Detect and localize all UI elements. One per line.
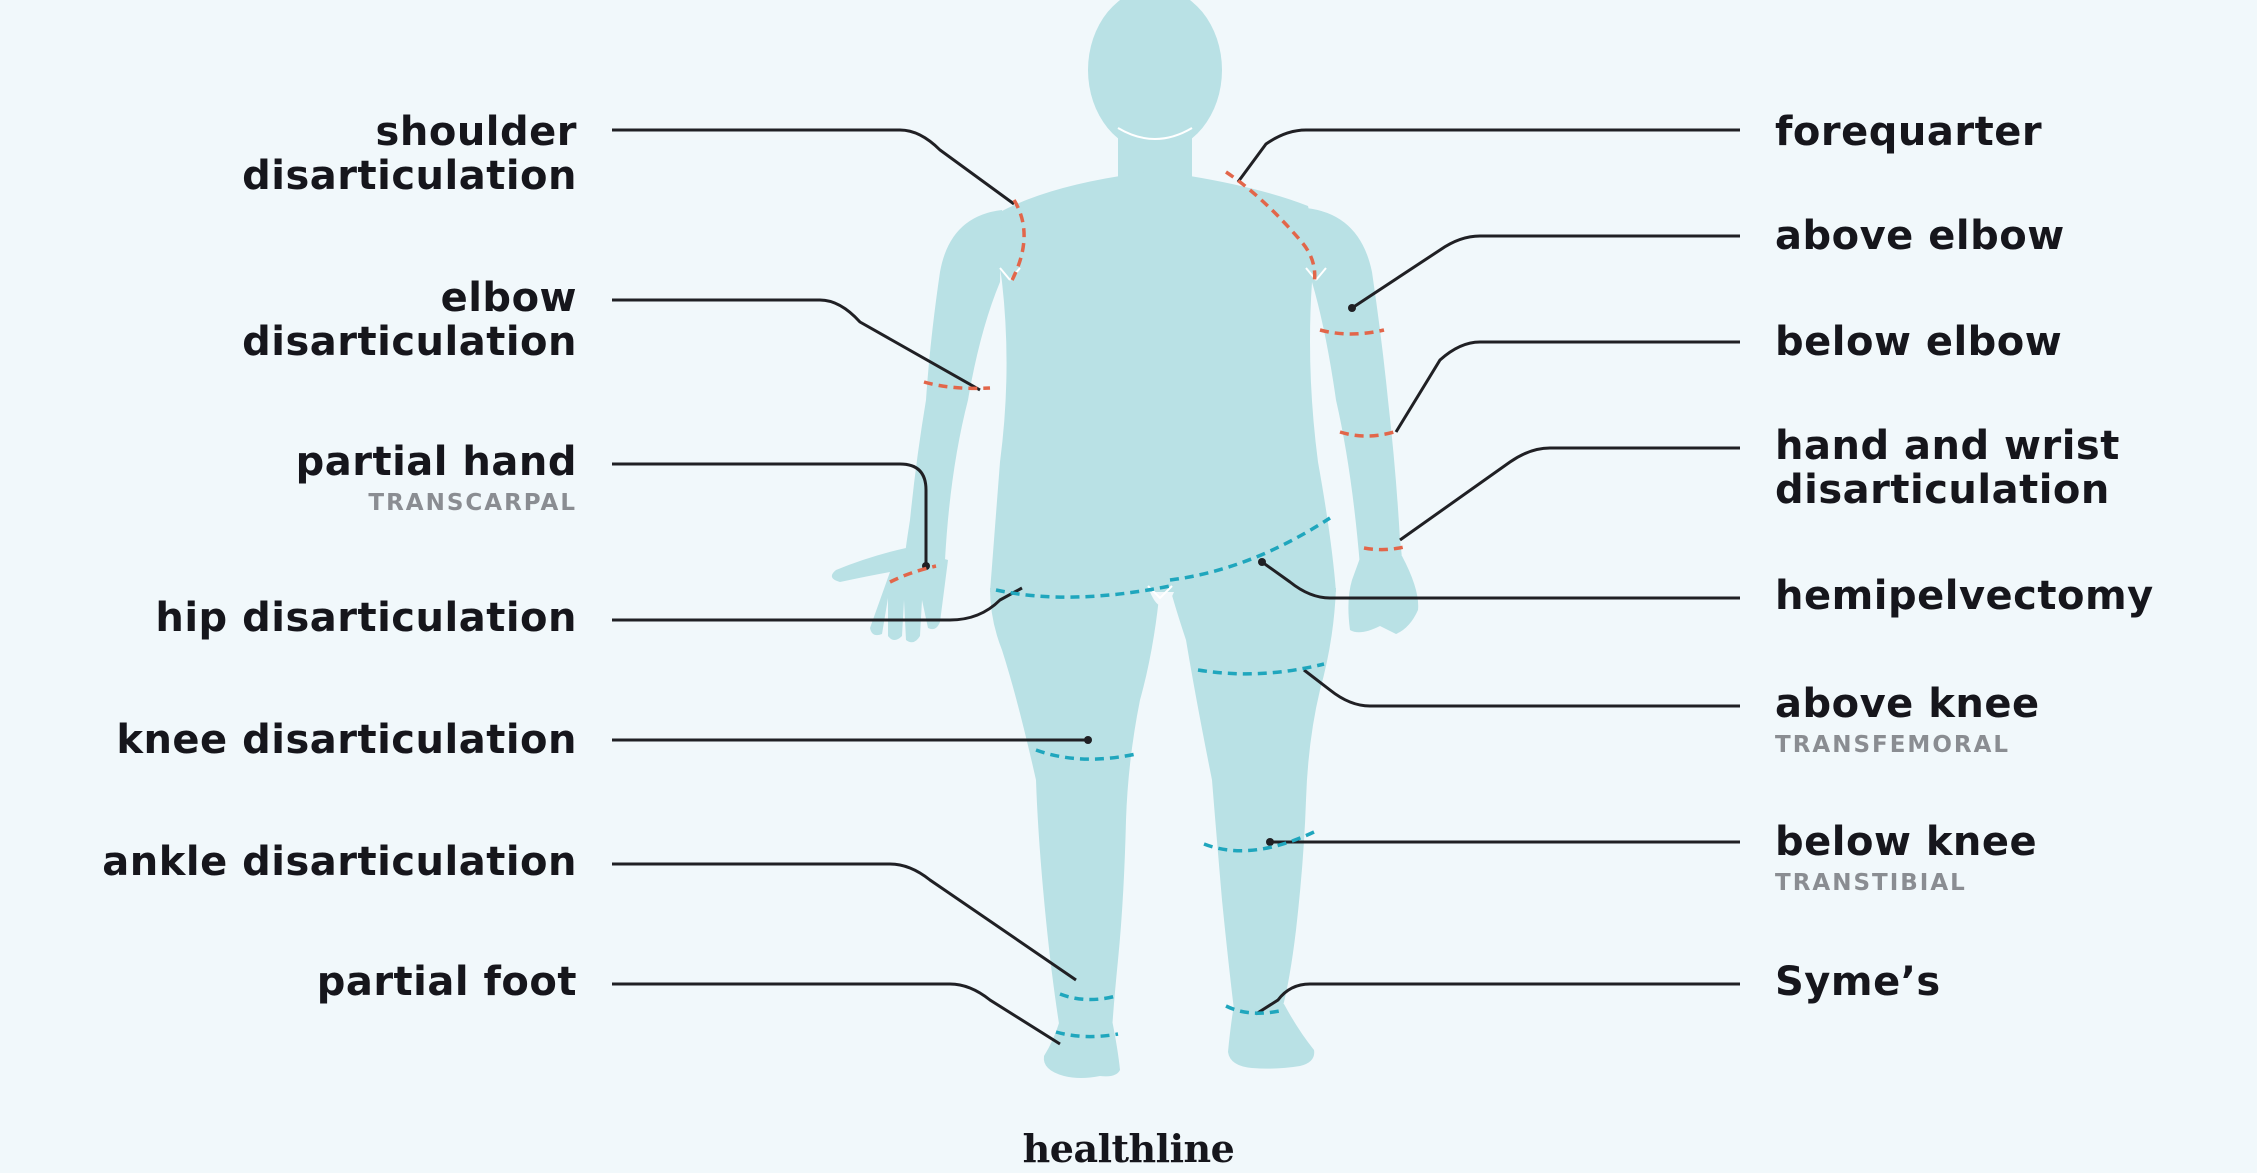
label-shoulder-disarticulation-text: shoulder disarticulation <box>242 109 577 199</box>
left-foot <box>1044 1020 1120 1078</box>
leader-line-below-elbow <box>1396 342 1740 432</box>
label-above-knee-text: above knee <box>1775 681 2040 727</box>
label-ankle-disarticulation-text: ankle disarticulation <box>102 839 577 885</box>
label-knee-disarticulation: knee disarticulation <box>116 718 577 762</box>
leader-line-partial-hand <box>612 464 926 566</box>
label-below-knee: below knee TRANSTIBIAL <box>1775 820 2037 898</box>
label-above-elbow-text: above elbow <box>1775 213 2065 259</box>
leader-line-symes <box>1256 984 1740 1014</box>
label-forequarter: forequarter <box>1775 110 2042 154</box>
label-symes: Syme’s <box>1775 960 1941 1004</box>
label-hip-disarticulation-text: hip disarticulation <box>155 595 577 641</box>
label-elbow-disarticulation-text: elbow disarticulation <box>242 275 577 365</box>
right-leg <box>1170 588 1336 1010</box>
leader-dot-above-elbow <box>1348 304 1356 312</box>
label-hand-and-wrist-disarticulation-text: hand and wrist disarticulation <box>1775 423 2120 513</box>
label-knee-disarticulation-text: knee disarticulation <box>116 717 577 763</box>
leader-line-above-knee <box>1304 670 1740 706</box>
leader-line-ankle-disarticulation <box>612 864 1076 980</box>
label-above-knee: above knee TRANSFEMORAL <box>1775 682 2040 760</box>
leader-dot-knee-disarticulation <box>1084 736 1092 744</box>
left-leg <box>990 588 1160 1030</box>
label-above-knee-subtext: TRANSFEMORAL <box>1775 730 2040 760</box>
label-below-elbow-text: below elbow <box>1775 319 2062 365</box>
leader-line-elbow-disarticulation <box>612 300 980 390</box>
label-forequarter-text: forequarter <box>1775 109 2042 155</box>
label-hand-and-wrist-disarticulation: hand and wrist disarticulation <box>1775 424 2120 512</box>
label-elbow-disarticulation: elbow disarticulation <box>242 276 577 364</box>
label-hemipelvectomy: hemipelvectomy <box>1775 574 2154 618</box>
human-body-silhouette <box>832 0 1418 1078</box>
label-below-knee-text: below knee <box>1775 819 2037 865</box>
label-symes-text: Syme’s <box>1775 959 1941 1005</box>
left-hand <box>832 548 948 642</box>
leader-dot-hemipelvectomy <box>1258 558 1266 566</box>
leader-dot-below-knee <box>1266 838 1274 846</box>
label-below-knee-subtext: TRANSTIBIAL <box>1775 868 2037 898</box>
label-hip-disarticulation: hip disarticulation <box>155 596 577 640</box>
leader-line-partial-foot <box>612 984 1060 1044</box>
label-hemipelvectomy-text: hemipelvectomy <box>1775 573 2154 619</box>
torso <box>990 172 1336 592</box>
leader-line-shoulder-disarticulation <box>612 130 1014 204</box>
healthline-logo: healthline <box>0 1126 2257 1171</box>
label-ankle-disarticulation: ankle disarticulation <box>102 840 577 884</box>
label-partial-hand-subtext: TRANSCARPAL <box>296 488 577 518</box>
left-arm <box>905 210 1002 560</box>
label-partial-hand: partial hand TRANSCARPAL <box>296 440 577 518</box>
leader-line-hip-disarticulation <box>612 588 1022 620</box>
label-below-elbow: below elbow <box>1775 320 2062 364</box>
label-partial-hand-text: partial hand <box>296 439 577 485</box>
label-above-elbow: above elbow <box>1775 214 2065 258</box>
label-partial-foot: partial foot <box>317 960 577 1004</box>
leader-line-hand-and-wrist-disarticulation <box>1400 448 1740 540</box>
label-partial-foot-text: partial foot <box>317 959 577 1005</box>
right-hand <box>1348 556 1418 634</box>
leader-line-forequarter <box>1238 130 1740 182</box>
leader-line-above-elbow <box>1352 236 1740 308</box>
label-shoulder-disarticulation: shoulder disarticulation <box>242 110 577 198</box>
